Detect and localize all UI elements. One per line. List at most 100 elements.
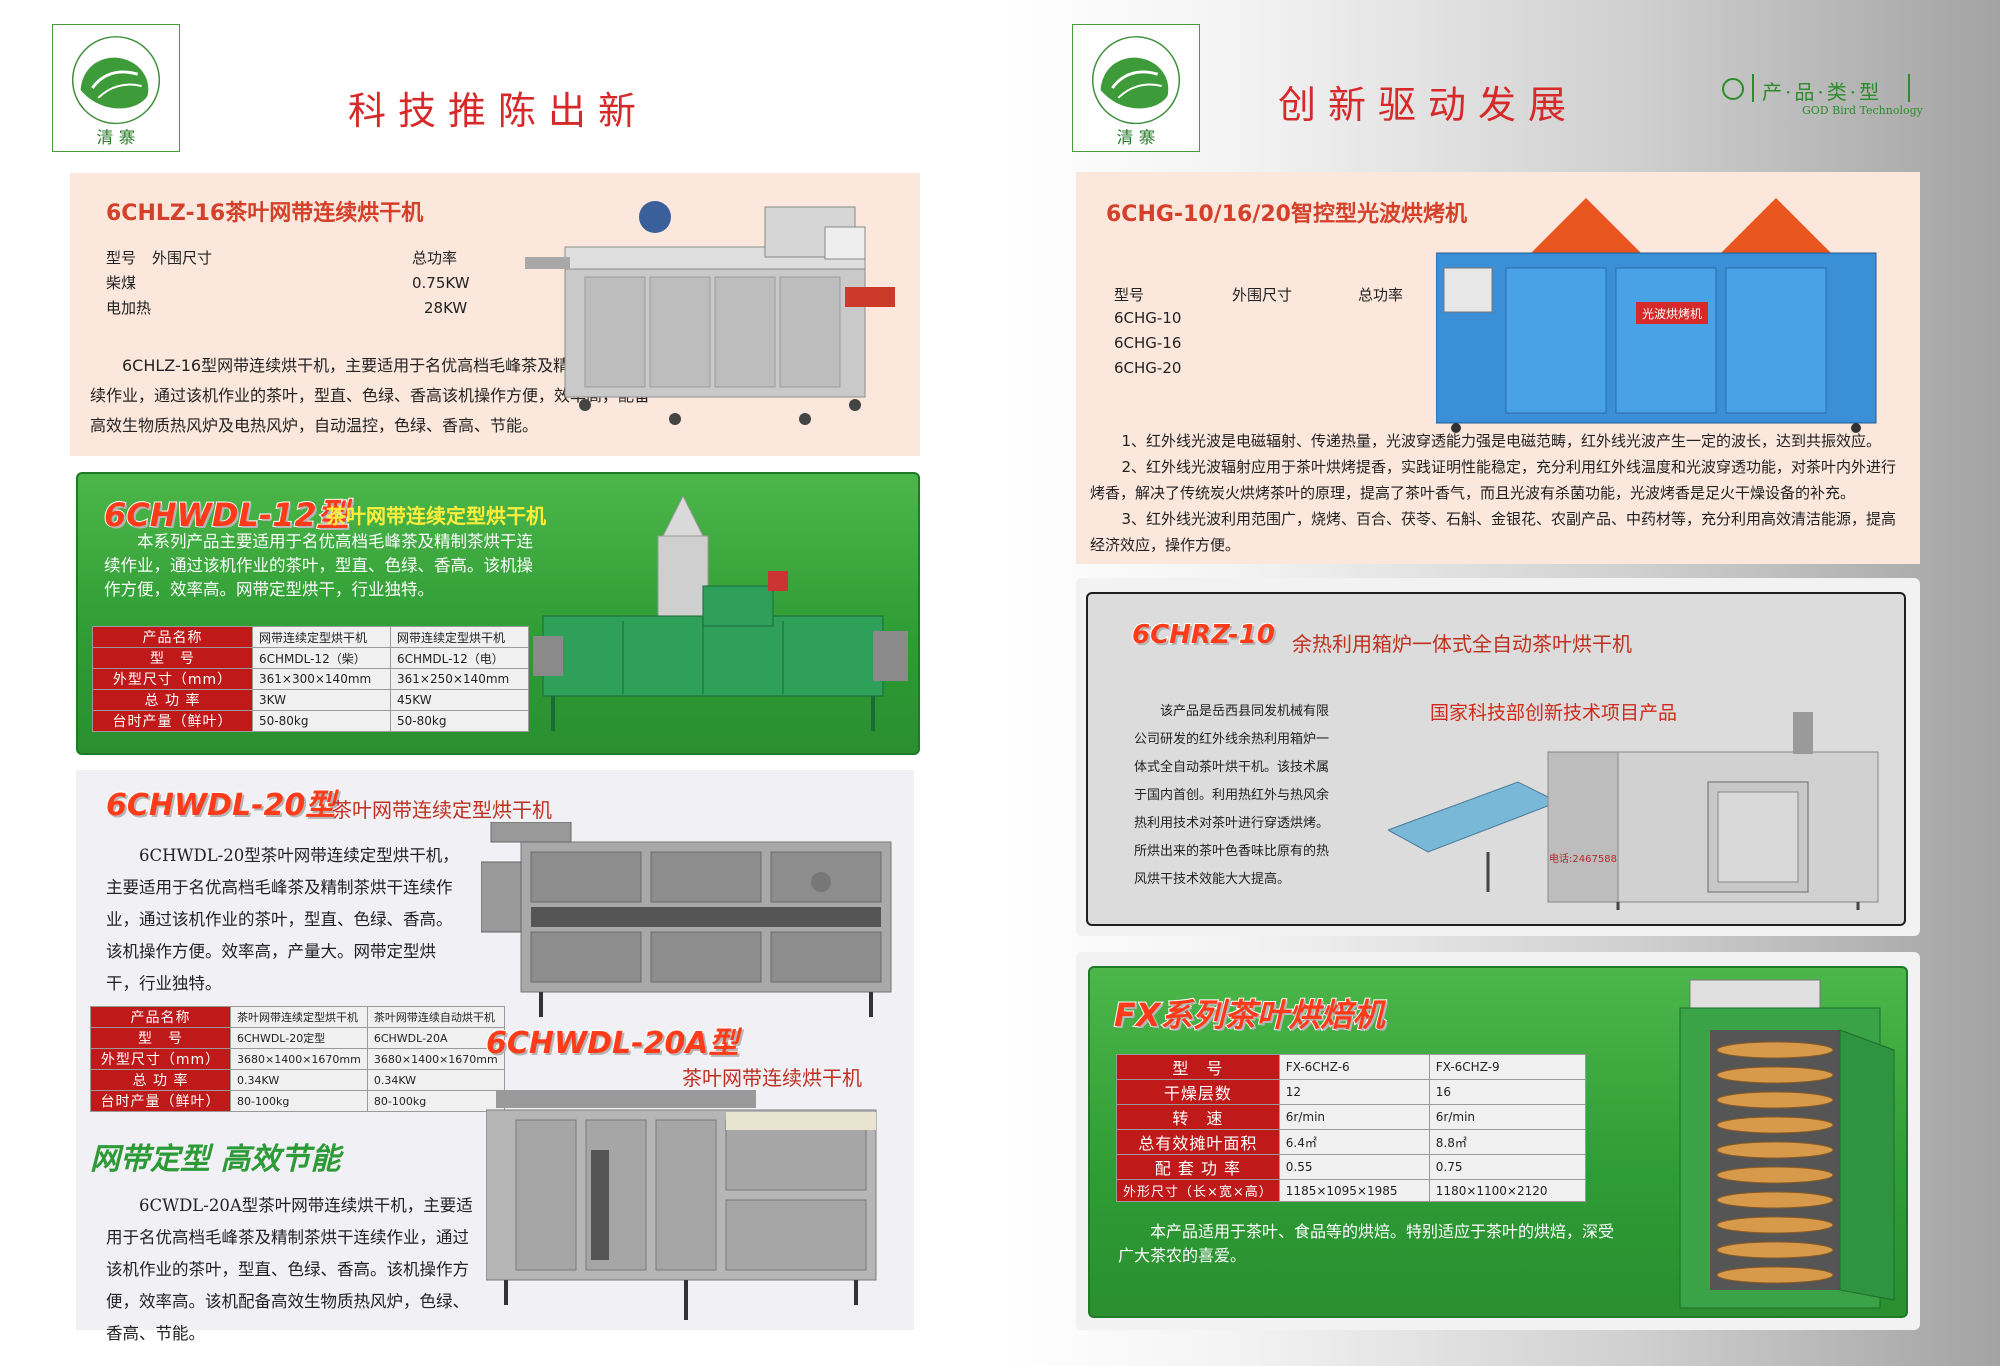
p3-model-a: 6CHWDL-20A型 <box>485 1025 740 1062</box>
p6-table-cell: FX-6CHZ-9 <box>1428 1054 1586 1080</box>
p4-machine-label: 光波烘烤机 <box>1642 306 1702 321</box>
p1-spec-cell <box>152 270 412 295</box>
panel-6chrz-10-outer: 6CHRZ-10 余热利用箱炉一体式全自动茶叶烘干机 国家科技部创新技术项目产品… <box>1076 578 1920 936</box>
p2-table-label: 产品名称 <box>92 626 253 648</box>
p6-table-cell: 0.55 <box>1278 1154 1430 1180</box>
logo-brand-text: 清 寨 <box>97 127 136 147</box>
p2-table-cell: 6CHMDL-12（电） <box>390 647 529 669</box>
brand-logo: 清 寨 <box>52 24 180 152</box>
p4-point: 2、红外线光波辐射应用于茶叶烘烤提香，实践证明性能稳定，充分利用红外线温度和光波… <box>1090 458 1897 502</box>
p6-table-cell: 16 <box>1428 1079 1586 1105</box>
p5-desc-line: 于国内首创。利用热红外与热风余 <box>1134 788 1330 803</box>
p2-table-cell: 50-80kg <box>252 710 391 732</box>
p3-table-label: 总 功 率 <box>90 1069 231 1091</box>
p5-desc-line: 体式全自动茶叶烘干机。该技术属 <box>1134 760 1330 775</box>
p1-spec-cell: 0.75KW <box>412 273 470 292</box>
p5-desc-line: 风烘干技术效能大大提高。 <box>1134 872 1291 887</box>
p2-description: 本系列产品主要适用于名优高档毛峰茶及精制茶烘干连续作业，通过该机作业的茶叶，型直… <box>104 532 533 599</box>
p2-table-cell: 3KW <box>252 689 391 711</box>
p3-description-a: 6CWDL-20A型茶叶网带连续烘干机，主要适用于名优高档毛峰茶及精制茶烘干连续… <box>106 1196 473 1343</box>
p1-spec-cell: 电加热 <box>106 299 152 317</box>
p2-table-cell: 网带连续定型烘干机 <box>252 626 391 648</box>
logo-brand-text: 清 寨 <box>1117 127 1156 147</box>
product-type-label: 产·品·类·型 <box>1762 80 1883 104</box>
p2-table-cell: 45KW <box>390 689 529 711</box>
p5-desc-line: 该产品是岳西县同发机械有限 <box>1160 704 1330 719</box>
p4-model-item: 6CHG-10 <box>1114 309 1182 327</box>
p3-table-cell: 3680×1400×1670mm <box>230 1048 368 1070</box>
p4-point: 3、红外线光波利用范围广，烧烤、百合、茯苓、石斛、金银花、农副产品、中药材等，充… <box>1090 510 1897 554</box>
p4-machine-image: 光波烘烤机 <box>1436 198 1877 433</box>
p2-table-label: 型 号 <box>92 647 253 669</box>
panel-6chg: 6CHG-10/16/20智控型光波烘烤机 型号 外围尺寸 总功率 6CHG-1… <box>1076 172 1920 564</box>
p4-spec-head-model: 型号 <box>1114 286 1145 304</box>
p3-model: 6CHWDL-20型 <box>105 787 336 824</box>
p1-description: 6CHLZ-16型网带连续烘干机，主要适用于名优高档毛峰茶及精制茶烘干连续作业，… <box>90 356 651 435</box>
p3-table-cell: 3680×1400×1670mm <box>366 1048 505 1070</box>
p4-spec-head-power: 总功率 <box>1358 286 1404 304</box>
p6-table-label: 配 套 功 率 <box>1116 1154 1280 1180</box>
p1-spec-cell: 28KW <box>424 298 468 317</box>
p6-table-cell: 8.8㎡ <box>1428 1129 1586 1155</box>
p1-spec-head-size: 外围尺寸 <box>152 249 213 267</box>
p6-title: FX系列茶叶烘焙机 <box>1113 995 1386 1035</box>
p4-point: 1、红外线光波是电磁辐射、传递热量，光波穿透能力强是电磁范畴，红外线光波产生一定… <box>1121 432 1882 450</box>
p5-name: 余热利用箱炉一体式全自动茶叶烘干机 <box>1292 632 1632 656</box>
p3-table-cell: 6CHWDL-20定型 <box>230 1027 368 1049</box>
panel-6chlz-16: 6CHLZ-16茶叶网带连续烘干机 型号 外围尺寸 总功率 柴煤 0.75KW … <box>70 173 920 456</box>
divider-line <box>1908 74 1910 102</box>
p1-machine-image <box>525 201 895 425</box>
p2-machine-image <box>533 496 908 731</box>
p3-table-cell: 茶叶网带连续自动烘干机 <box>366 1006 505 1028</box>
p2-table-cell: 361×250×140mm <box>390 668 529 690</box>
p1-spec-table: 型号 外围尺寸 总功率 柴煤 0.75KW 电加热 28KW <box>106 245 470 320</box>
p3-table-cell: 0.34KW <box>366 1069 505 1091</box>
panel-6chwdl-12: 6CHWDL-12型 茶叶网带连续定型烘干机 本系列产品主要适用于名优高档毛峰茶… <box>76 472 920 755</box>
p3-description: 6CHWDL-20型茶叶网带连续定型烘干机，主要适用于名优高档毛峰茶及精制茶烘干… <box>106 846 459 993</box>
p5-desc-line: 热利用技术对茶叶进行穿透烘烤。 <box>1134 816 1330 831</box>
circle-icon <box>1722 78 1744 100</box>
p3-table-label: 外型尺寸（mm） <box>90 1048 231 1070</box>
p3-table-cell: 茶叶网带连续定型烘干机 <box>230 1006 368 1028</box>
p2-table-label: 外型尺寸（mm） <box>92 668 253 690</box>
p5-desc-line: 所烘出来的茶叶色香味比原有的热 <box>1134 844 1330 859</box>
p3-slogan: 网带定型 高效节能 <box>90 1142 341 1177</box>
panel-6chrz-10: 6CHRZ-10 余热利用箱炉一体式全自动茶叶烘干机 国家科技部创新技术项目产品… <box>1086 592 1906 926</box>
product-type-sub: GOD Bird Technology <box>1802 104 1923 117</box>
divider-line <box>1752 74 1754 102</box>
p6-machine-image <box>1679 979 1895 1309</box>
p2-name: 茶叶网带连续定型烘干机 <box>326 504 546 528</box>
p5-desc-line: 公司研发的红外线余热利用箱炉一 <box>1134 732 1330 747</box>
left-headline: 科技推陈出新 <box>348 89 649 133</box>
p6-table-cell: 6r/min <box>1428 1104 1586 1130</box>
p6-table-cell: 6.4㎡ <box>1278 1129 1430 1155</box>
p6-table-label: 外形尺寸（长×宽×高） <box>1116 1179 1280 1202</box>
p6-table-cell: 12 <box>1278 1079 1430 1105</box>
p3-table-label: 型 号 <box>90 1027 231 1049</box>
p3-name: 茶叶网带连续定型烘干机 <box>332 798 552 822</box>
p3-table-cell: 0.34KW <box>230 1069 368 1091</box>
brand-logo-right: 清 寨 <box>1072 24 1200 152</box>
p6-table-cell: 1180×1100×2120 <box>1428 1179 1586 1202</box>
p1-spec-cell: 柴煤 <box>106 274 137 292</box>
p1-spec-head-model: 型号 <box>106 249 137 267</box>
p5-phone: 电话:2467588 <box>1549 852 1617 865</box>
p2-table-cell: 6CHMDL-12（柴） <box>252 647 391 669</box>
p5-description: 该产品是岳西县同发机械有限 公司研发的红外线余热利用箱炉一 体式全自动茶叶烘干机… <box>1134 698 1329 894</box>
p3-table-cell: 6CHWDL-20A <box>366 1027 505 1049</box>
p3-machine-image <box>481 822 892 1017</box>
p1-title: 6CHLZ-16茶叶网带连续烘干机 <box>106 201 424 226</box>
p6-table-cell: 6r/min <box>1278 1104 1430 1130</box>
p2-table-cell: 361×300×140mm <box>252 668 391 690</box>
p5-award: 国家科技部创新技术项目产品 <box>1430 702 1678 724</box>
right-headline: 创新驱动发展 <box>1278 83 1579 127</box>
p1-spec-cell <box>152 295 412 320</box>
p5-model: 6CHRZ-10 <box>1131 619 1276 651</box>
p1-spec-head-power: 总功率 <box>412 249 458 267</box>
p6-table-cell: FX-6CHZ-6 <box>1278 1054 1430 1080</box>
p3-machine-a-image <box>486 1090 877 1320</box>
